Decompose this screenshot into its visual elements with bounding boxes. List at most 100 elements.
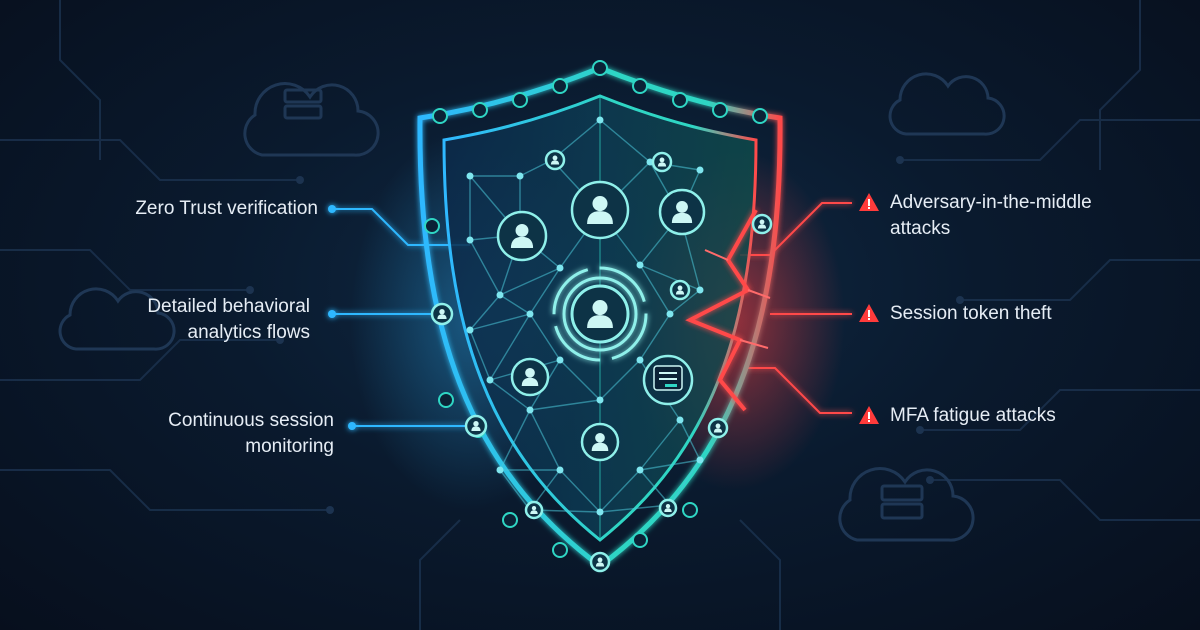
network-node — [666, 310, 674, 318]
cloud-server-icon — [58, 287, 176, 351]
central-user-ring — [552, 266, 648, 362]
rim-node — [472, 102, 488, 118]
network-link — [469, 294, 501, 331]
user-avatar-icon — [707, 417, 729, 439]
network-node — [596, 116, 604, 124]
user-avatar-icon — [658, 188, 706, 236]
network-link — [489, 313, 531, 381]
rim-node — [424, 218, 440, 234]
user-avatar-icon — [651, 151, 673, 173]
network-node — [486, 376, 494, 384]
network-node — [676, 416, 684, 424]
network-link — [599, 359, 641, 401]
rim-node — [632, 78, 648, 94]
defense-connectors — [332, 208, 478, 427]
network-link — [599, 469, 641, 513]
user-avatar-icon — [589, 551, 611, 573]
network-link — [599, 504, 671, 513]
network-link — [669, 459, 701, 506]
network-link — [499, 294, 531, 315]
network-node — [526, 406, 534, 414]
network-node — [596, 396, 604, 404]
network-node — [636, 466, 644, 474]
rim-node — [432, 108, 448, 124]
rim-node — [552, 78, 568, 94]
network-link — [499, 267, 561, 296]
network-node — [696, 286, 704, 294]
user-avatar-icon — [524, 500, 544, 520]
user-avatar-icon — [430, 302, 454, 326]
network-link — [639, 419, 681, 471]
network-link — [639, 264, 671, 315]
user-avatar-icon — [580, 422, 620, 462]
network-link — [529, 313, 561, 361]
network-node — [556, 264, 564, 272]
network-link — [639, 469, 671, 506]
user-avatar-icon — [496, 210, 548, 262]
defense-connector-dot — [328, 310, 336, 318]
network-node — [516, 172, 524, 180]
network-link — [469, 313, 531, 331]
network-link — [469, 329, 491, 381]
network-link — [489, 379, 531, 411]
rim-node — [712, 102, 728, 118]
rim-node — [672, 92, 688, 108]
rim-node — [592, 60, 608, 76]
rim-node — [512, 92, 528, 108]
network-link — [559, 469, 601, 513]
rim-node — [438, 392, 454, 408]
network-link — [469, 239, 501, 296]
network-link — [679, 419, 701, 461]
network-link — [599, 119, 651, 163]
network-node — [636, 261, 644, 269]
network-node — [496, 291, 504, 299]
rim-node — [682, 502, 698, 518]
user-avatar-icon — [669, 279, 691, 301]
rim-node — [632, 532, 648, 548]
defense-label-zero-trust: Zero Trust verification — [135, 198, 318, 219]
network-link — [639, 459, 701, 471]
network-node — [526, 310, 534, 318]
defense-label-behavioral-analytics: Detailed behavioral analytics flows — [147, 296, 310, 343]
network-link — [529, 409, 561, 471]
rim-node — [552, 542, 568, 558]
user-avatar-icon — [464, 414, 488, 438]
network-node — [466, 172, 474, 180]
threat-label-aitm: Adversary-in-the-middle attacks — [858, 190, 1092, 242]
network-node — [646, 158, 654, 166]
network-mesh — [469, 119, 701, 513]
network-link — [529, 267, 561, 315]
user-avatar-icon — [544, 149, 566, 171]
network-link — [559, 359, 601, 401]
defense-connector-dot — [348, 422, 356, 430]
network-node — [596, 508, 604, 516]
network-link — [639, 264, 701, 291]
network-node — [696, 166, 704, 174]
cloud-server-icon — [838, 467, 975, 542]
network-node — [636, 356, 644, 364]
user-avatar-icon — [658, 498, 678, 518]
cloud-server-icon — [243, 82, 380, 157]
network-node — [496, 466, 504, 474]
rim-node — [752, 108, 768, 124]
warning-triangle-icon — [859, 193, 879, 211]
network-link — [499, 469, 531, 511]
user-avatar-icon — [510, 357, 550, 397]
threat-connectors — [740, 202, 852, 414]
user-avatar-icon — [570, 180, 630, 240]
defense-label-session-monitoring: Continuous session monitoring — [168, 410, 334, 457]
warning-triangle-icon — [859, 406, 879, 424]
user-avatar-icon — [570, 284, 630, 344]
network-link — [669, 289, 701, 315]
network-node — [556, 466, 564, 474]
network-link — [639, 313, 671, 361]
network-node — [556, 356, 564, 364]
cloud-server-icon — [888, 72, 1006, 136]
network-node — [696, 456, 704, 464]
user-avatars — [430, 149, 773, 573]
rim-node — [502, 512, 518, 528]
network-link — [499, 409, 531, 471]
network-node — [466, 326, 474, 334]
